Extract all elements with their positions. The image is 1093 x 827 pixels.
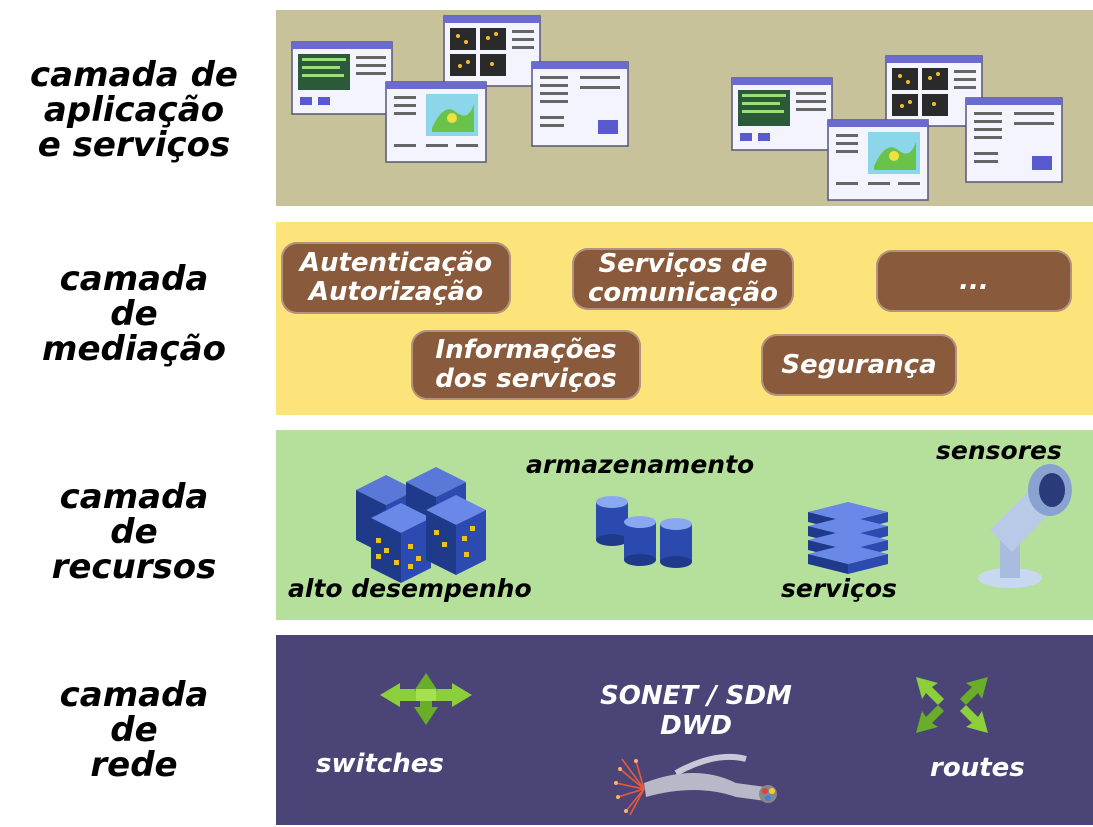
fiber-cable-icon: [614, 753, 777, 816]
storage-icon: [596, 496, 692, 568]
sensor-icon: [978, 464, 1072, 588]
resource-label-services: serviços: [781, 574, 897, 603]
service-pill-security: Segurança: [761, 334, 957, 396]
resource-label-storage: armazenamento: [526, 450, 755, 479]
resources-layer-label: camada de recursos: [51, 477, 217, 587]
server-stack-icon: [808, 502, 888, 574]
resources-illustration: [356, 464, 1072, 588]
service-pill-authentication: Autenticação Autorização: [281, 242, 511, 314]
network-label-routes: routes: [930, 753, 1025, 783]
application-windows-illustration: [291, 15, 1063, 201]
resources-layer-band: alto desempenho armazenamento serviços s…: [276, 430, 1093, 620]
service-pill-ellipsis: ...: [876, 250, 1072, 312]
switch-icon: [380, 673, 472, 725]
resource-label-sensors: sensores: [936, 436, 1062, 465]
network-layer-band: switches SONET / SDM DWD routes: [276, 635, 1093, 825]
router-icon: [916, 677, 988, 733]
service-pill-service-information: Informações dos serviços: [411, 330, 641, 400]
application-layer-label: camada de aplicação e serviços: [30, 55, 238, 165]
service-pill-communication: Serviços de comunicação: [572, 248, 794, 310]
resource-label-high-performance: alto desempenho: [288, 574, 532, 603]
network-layer-label: camada de rede: [59, 675, 209, 785]
high-performance-icon: [356, 467, 486, 583]
mediation-layer-band: Autenticação Autorização Serviços de com…: [276, 222, 1093, 415]
mediation-layer-label: camada de mediação: [42, 259, 226, 369]
network-illustration: [380, 673, 988, 816]
application-layer-band: [276, 10, 1093, 206]
network-label-switches: switches: [316, 749, 444, 779]
network-label-optical: SONET / SDM DWD: [600, 681, 792, 741]
